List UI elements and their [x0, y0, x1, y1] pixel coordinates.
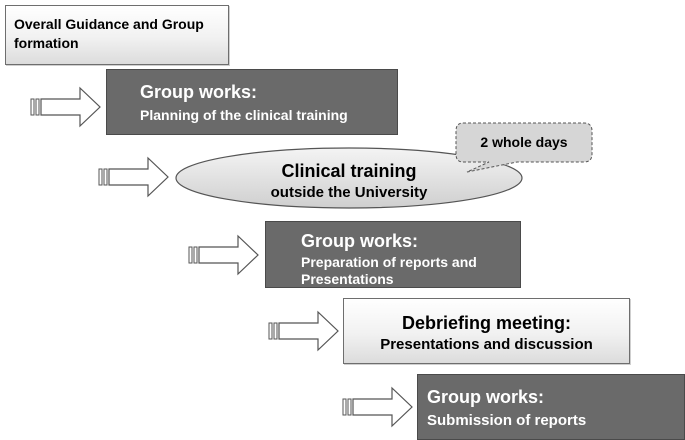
arrow-right-icon [188, 234, 259, 276]
step-guidance-box: Overall Guidance and Group formation [5, 5, 229, 65]
group-planning-detail: Planning of the clinical training [140, 107, 348, 123]
step-guidance-label: Overall Guidance and Group formation [14, 16, 204, 51]
clinical-training-title: Clinical training [281, 161, 417, 181]
step-debriefing-box: Debriefing meeting: Presentations and di… [343, 298, 630, 364]
group-submission-detail: Submission of reports [427, 412, 587, 429]
clinical-training-text: Clinical training outside the University [224, 160, 474, 202]
arrow-right-icon [98, 156, 169, 198]
arrow-right-icon [30, 86, 101, 128]
callout-label: 2 whole days [480, 134, 568, 150]
step-group-submission-box: Group works: Submission of reports [417, 374, 685, 440]
group-submission-title: Group works: [427, 387, 545, 407]
group-preparation-title: Group works: [301, 231, 419, 251]
arrow-right-icon [268, 310, 339, 352]
group-planning-title: Group works: [140, 82, 258, 102]
group-preparation-detail: Preparation of reports and Presentations [301, 254, 477, 287]
callout-bubble [455, 122, 593, 173]
clinical-training-ellipse [175, 147, 523, 209]
debriefing-detail: Presentations and discussion [380, 336, 593, 353]
clinical-training-detail: outside the University [270, 184, 428, 201]
step-group-planning-box: Group works: Planning of the clinical tr… [106, 69, 398, 135]
arrow-right-icon [342, 386, 413, 428]
step-group-preparation-box: Group works: Preparation of reports and … [265, 221, 521, 288]
debriefing-title: Debriefing meeting: [401, 313, 571, 333]
